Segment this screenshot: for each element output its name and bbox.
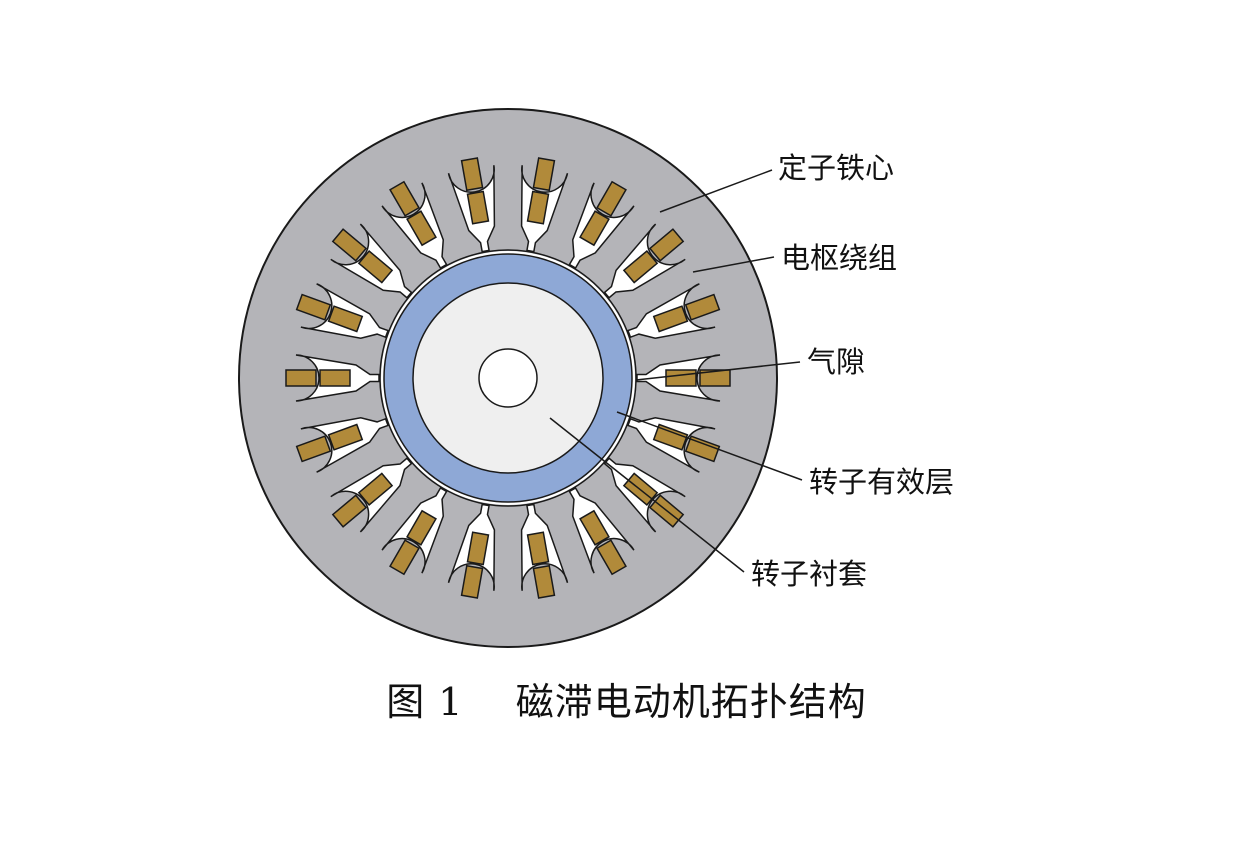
shaft — [478, 348, 538, 408]
armature-coil — [327, 305, 364, 333]
stator-slot — [330, 457, 413, 533]
armature-coil — [331, 228, 368, 262]
armature-coil — [532, 564, 556, 599]
armature-coil — [526, 190, 550, 225]
stator-slot — [295, 283, 389, 339]
stator-slot — [568, 486, 635, 576]
label-armature-winding: 电枢绕组 — [781, 241, 897, 275]
armature-coil — [357, 472, 394, 507]
armature-coil — [357, 249, 394, 284]
stator-slot — [447, 503, 496, 599]
armature-coil — [699, 369, 731, 387]
leader-air-gap — [635, 361, 801, 381]
armature-coil — [460, 564, 484, 599]
armature-coil — [579, 509, 610, 546]
leader-armature-winding — [692, 256, 775, 273]
armature-coil — [579, 210, 610, 247]
armature-coil — [406, 509, 437, 546]
armature-coil — [389, 539, 420, 576]
figure-caption: 图 1 磁滞电动机拓扑结构 — [0, 671, 1253, 726]
armature-coil — [596, 539, 627, 576]
armature-coil — [652, 423, 689, 451]
stator-slot — [381, 180, 448, 270]
armature-coil — [684, 435, 721, 463]
caption-number: 图 1 — [386, 680, 464, 724]
armature-coil — [327, 423, 364, 451]
stator-slot — [636, 354, 731, 402]
armature-coil — [466, 531, 490, 566]
stator-slot — [627, 417, 721, 473]
armature-coil — [389, 180, 420, 217]
armature-coil — [331, 494, 368, 528]
armature-coil — [665, 369, 697, 387]
armature-coil — [526, 531, 550, 566]
armature-coil — [622, 249, 659, 284]
armature-coil — [596, 180, 627, 217]
caption-title: 磁滞电动机拓扑结构 — [515, 680, 867, 724]
armature-coil — [652, 305, 689, 333]
armature-coil — [648, 228, 685, 262]
label-stator-core: 定子铁心 — [778, 151, 894, 185]
armature-coil — [460, 157, 484, 192]
stator-slot — [627, 283, 721, 339]
label-rotor-sleeve: 转子衬套 — [751, 557, 867, 591]
armature-coil — [406, 210, 437, 247]
leader-stator-core — [659, 169, 773, 213]
stator-slots — [285, 157, 731, 599]
armature-coil — [466, 190, 490, 225]
armature-coil — [295, 435, 332, 463]
stator-bore — [379, 249, 637, 507]
armature-coil — [684, 293, 721, 321]
stator-slot — [381, 486, 448, 576]
label-air-gap: 气隙 — [807, 345, 865, 379]
armature-coil — [285, 369, 317, 387]
stator-slot — [520, 503, 569, 599]
label-rotor-active-layer: 转子有效层 — [809, 465, 954, 499]
stator-slot — [447, 157, 496, 253]
stator-slot — [285, 354, 380, 402]
stator-slot — [295, 417, 389, 473]
stator-slot — [330, 223, 413, 299]
leader-rotor-sleeve — [549, 417, 745, 573]
armature-coil — [295, 293, 332, 321]
armature-coil — [319, 369, 351, 387]
armature-coil — [532, 157, 556, 192]
leader-rotor-active-layer — [616, 411, 803, 481]
stator-slot — [603, 223, 686, 299]
stator-slot — [568, 180, 635, 270]
stator-slot — [520, 157, 569, 253]
